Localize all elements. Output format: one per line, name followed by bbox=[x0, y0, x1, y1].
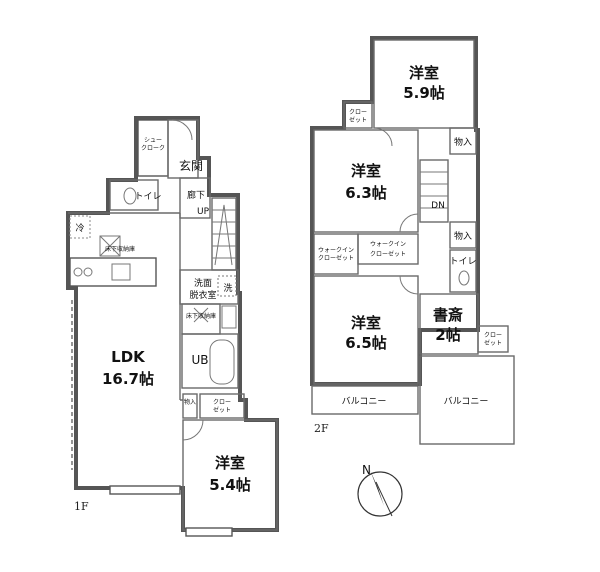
floor-2: 洋室 5.9帖 洋室 6.3帖 洋室 6.5帖 書斎 2帖 クロー ゼット 物入… bbox=[310, 36, 515, 445]
unit-bath-label: UB bbox=[191, 353, 208, 367]
toilet-1f-bowl bbox=[123, 187, 137, 205]
compass-needle-icon bbox=[370, 470, 384, 506]
storage-b-label: 物入 bbox=[454, 230, 472, 242]
balcony-right-label: バルコニー bbox=[444, 396, 489, 407]
closet-study-label-1: クロー bbox=[484, 332, 502, 339]
room-6-3-door bbox=[399, 213, 419, 233]
wic-label-1: ウォークイン bbox=[370, 240, 406, 248]
washroom-label-1: 洗面 bbox=[194, 277, 212, 289]
balcony-right bbox=[419, 355, 515, 445]
floor-storage-2-label: 床下収納庫 bbox=[186, 312, 216, 320]
washroom-label-2: 脱衣室 bbox=[189, 289, 216, 301]
ldk-window-south bbox=[109, 485, 181, 495]
entrance-label: 玄関 bbox=[179, 158, 203, 173]
washer-space bbox=[217, 275, 237, 297]
wic-small-label-1: ウォークイン bbox=[318, 246, 354, 254]
kitchen-sink bbox=[111, 263, 131, 281]
stove-burner-1 bbox=[73, 267, 83, 277]
washer-label: 洗 bbox=[223, 282, 232, 294]
floor2-tag: 2F bbox=[314, 422, 329, 435]
unit-bath bbox=[181, 333, 239, 389]
storage-a-label: 物入 bbox=[454, 136, 472, 148]
room-5-9 bbox=[373, 39, 475, 129]
wic-large bbox=[357, 233, 419, 265]
room-5-9-size: 5.9帖 bbox=[403, 84, 445, 102]
stove-burner-2 bbox=[83, 267, 93, 277]
fridge-label: 冷 bbox=[75, 222, 84, 234]
shoe-closet-label-2: クローク bbox=[141, 145, 165, 152]
storage-1f-label: 物入 bbox=[184, 398, 196, 406]
wic-small-label-2: クローゼット bbox=[318, 254, 354, 262]
balcony-left bbox=[311, 385, 419, 415]
study-size: 2帖 bbox=[435, 326, 460, 344]
toilet-2f-bowl bbox=[458, 270, 470, 286]
floor1-tag: 1F bbox=[74, 500, 89, 513]
floor-storage-1-label: 床下収納庫 bbox=[105, 245, 135, 253]
bedroom-5-4-size: 5.4帖 bbox=[209, 476, 251, 494]
floor-hatch-2-cross bbox=[193, 307, 209, 323]
floor-1: LDK 16.7帖 洋室 5.4帖 シュー クローク 玄関 トイレ 廊下 UP … bbox=[66, 116, 279, 537]
fridge-box bbox=[69, 215, 91, 239]
closet-1f bbox=[199, 393, 245, 419]
bedroom-5-4 bbox=[182, 419, 278, 531]
stairs-up-label: UP bbox=[197, 207, 210, 217]
entrance-door bbox=[171, 119, 193, 141]
closet-top-label-1: クロー bbox=[349, 109, 367, 116]
stairs-dn-label: DN bbox=[431, 201, 445, 211]
compass-tail bbox=[375, 481, 393, 517]
toilet-2f-label: トイレ bbox=[449, 257, 476, 267]
compass-ring bbox=[357, 471, 403, 517]
stairs-2f bbox=[419, 159, 449, 223]
floor-hatch-ldk-cross bbox=[99, 235, 121, 257]
storage-1f bbox=[182, 393, 198, 419]
storage-2f-b bbox=[449, 221, 477, 249]
room-6-5-size: 6.5帖 bbox=[345, 334, 387, 352]
room-6-5-label: 洋室 bbox=[351, 314, 381, 332]
room-6-3 bbox=[313, 129, 419, 233]
closet-study bbox=[477, 325, 509, 353]
room-5-9-label: 洋室 bbox=[409, 64, 439, 82]
storage-2f-a bbox=[449, 127, 477, 155]
closet-1f-label-1: クロー bbox=[213, 399, 231, 406]
hall-label: 廊下 bbox=[187, 189, 205, 201]
bedroom-5-4-label: 洋室 bbox=[215, 454, 245, 472]
stairs-1f bbox=[211, 197, 237, 271]
closet-study-label-2: ゼット bbox=[484, 339, 502, 347]
wic-small bbox=[313, 233, 359, 275]
room-6-5 bbox=[313, 275, 419, 385]
room-5-9-door bbox=[373, 127, 393, 147]
ldk-size: 16.7帖 bbox=[102, 370, 154, 388]
toilet-2f bbox=[449, 249, 477, 293]
closet-1f-label-2: ゼット bbox=[213, 406, 231, 414]
floor1-outer-wall bbox=[66, 116, 279, 532]
room-6-5-door bbox=[399, 275, 419, 295]
compass-north-label: N bbox=[362, 463, 371, 477]
toilet-1f bbox=[109, 179, 159, 211]
kitchen-counter bbox=[69, 257, 157, 287]
study-label: 書斎 bbox=[433, 306, 463, 324]
bedroom-5-4-door bbox=[182, 419, 204, 441]
study-2 bbox=[419, 293, 479, 355]
floor-hatch-ldk bbox=[99, 235, 121, 257]
bathtub bbox=[209, 339, 235, 385]
wash-counter bbox=[221, 305, 237, 329]
ldk-label: LDK bbox=[111, 348, 146, 366]
compass: N bbox=[357, 463, 403, 517]
balcony-left-label: バルコニー bbox=[342, 396, 387, 407]
closet-top-label-2: ゼット bbox=[349, 116, 367, 124]
room-6-3-label: 洋室 bbox=[351, 162, 381, 180]
wic-label-2: クローゼット bbox=[370, 250, 406, 258]
room-6-3-size: 6.3帖 bbox=[345, 184, 387, 202]
closet-2f-top bbox=[343, 101, 373, 129]
shoe-closet-label-1: シュー bbox=[144, 137, 162, 144]
hall-1f bbox=[179, 177, 211, 219]
toilet-1f-label: トイレ bbox=[134, 192, 161, 202]
shoe-closet bbox=[137, 119, 169, 177]
bedroom-5-4-window bbox=[185, 527, 233, 537]
